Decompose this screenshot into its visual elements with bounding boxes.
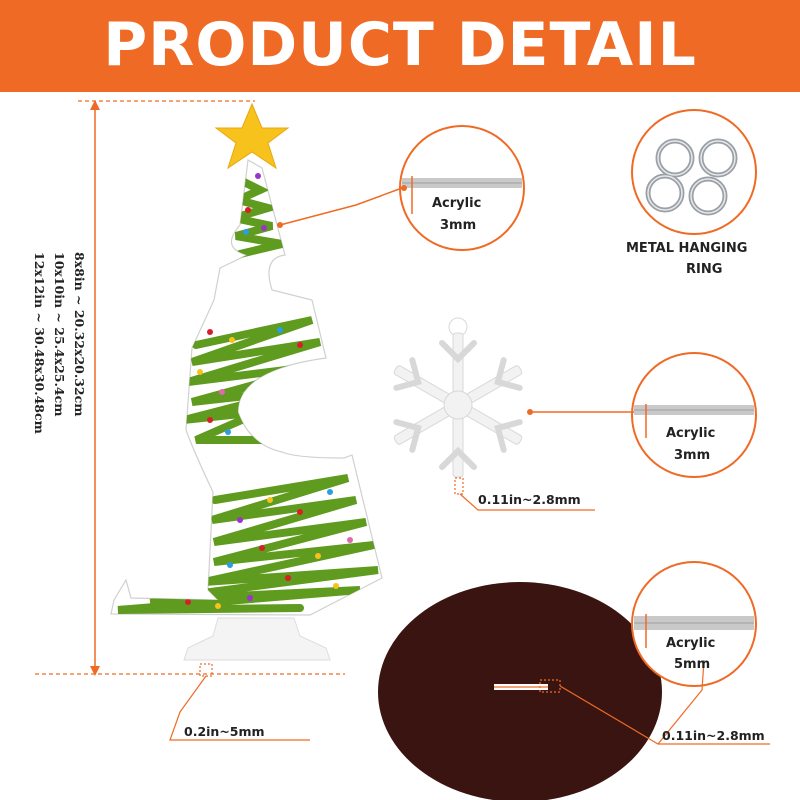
dimension-label-10in: 10x10in ~ 25.4x25.4cm (52, 252, 67, 417)
height-dimension-line (35, 100, 345, 676)
stand-slot-leader (169, 663, 310, 741)
stand-slot-label: 0.2in~5mm (184, 724, 265, 739)
dimension-label-8in: 8x8in ~ 20.32x20.32cm (72, 252, 87, 417)
base-thickness-label: 5mm (674, 657, 711, 672)
ring-label-line2: RING (686, 262, 723, 277)
tree-dots (147, 173, 353, 609)
metal-hanging-ring-icon (631, 109, 757, 235)
tree-thickness-label: 3mm (440, 218, 477, 233)
tree-material-label: Acrylic (432, 196, 482, 211)
base-material-label: Acrylic (666, 636, 716, 651)
ornament-material-label: Acrylic (666, 426, 716, 441)
ornament-slot-leader (454, 477, 595, 511)
ornament-slot-label: 0.11in~2.8mm (478, 492, 581, 507)
star-icon (214, 102, 290, 170)
snowflake-ornament (393, 317, 523, 478)
christmas-tree-ornament (110, 102, 383, 616)
header-banner: PRODUCT DETAIL (0, 0, 800, 92)
base-slot-leader (494, 659, 770, 745)
page-title: PRODUCT DETAIL (103, 10, 697, 80)
ring-label-line1: METAL HANGING (626, 241, 748, 256)
round-base (378, 582, 662, 800)
dimension-label-12in: 12x12in ~ 30.48x30.48cm (32, 252, 47, 434)
callout-tree-thickness (277, 125, 525, 251)
callout-ornament-thickness (527, 352, 757, 478)
ornament-thickness-label: 3mm (674, 448, 711, 463)
tree-stand (183, 617, 331, 661)
base-slot-label: 0.11in~2.8mm (662, 728, 765, 743)
callout-base-thickness (631, 561, 757, 687)
